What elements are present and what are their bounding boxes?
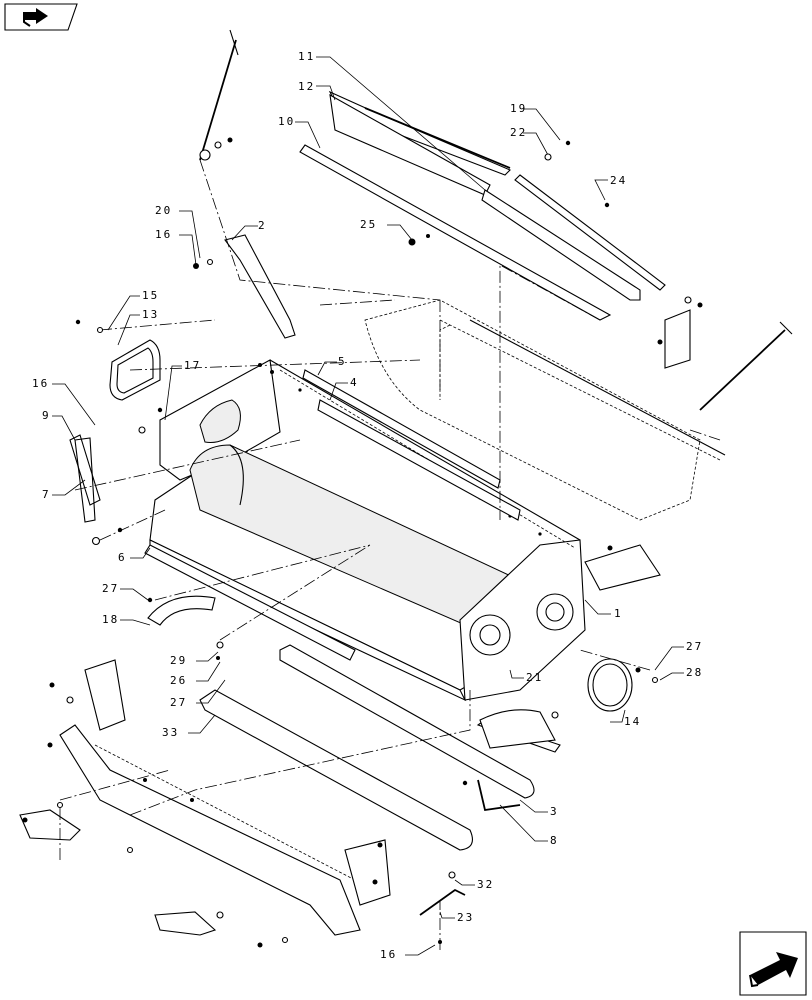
callout-20: 19 (510, 102, 527, 115)
gas-strut-right (699, 321, 793, 411)
callout-31: 29 (170, 654, 187, 667)
corner-bracket-mid-left (19, 809, 81, 841)
callout-28: 27 (170, 696, 187, 709)
callout-10: 10 (278, 115, 295, 128)
arrow-back-icon (23, 8, 48, 27)
callout-33: 33 (162, 726, 179, 739)
arrow-next-icon (749, 952, 798, 988)
ring-14 (587, 658, 633, 712)
callout-30: 28 (686, 666, 703, 679)
hardware-fasteners (22, 137, 703, 948)
callout-15: 15 (142, 289, 159, 302)
right-flap (479, 544, 661, 749)
phantom-lines (59, 159, 721, 950)
gas-strut-left (199, 29, 239, 161)
callout-8: 8 (550, 834, 559, 847)
callout-17: 16 (32, 377, 49, 390)
callout-11: 11 (298, 50, 315, 63)
callout-9: 9 (42, 409, 51, 422)
top-rail-25 (481, 174, 666, 301)
corner-bracket-right (344, 839, 391, 906)
bottom-trough-33 (199, 689, 473, 851)
side-panel-7-9 (69, 434, 101, 523)
callout-4: 4 (350, 376, 359, 389)
callout-23: 22 (510, 126, 527, 139)
next-nav-button[interactable] (739, 931, 807, 996)
strap-19 (147, 595, 216, 626)
callout-13: 13 (142, 308, 159, 321)
callout-16-bottom: 16 (380, 948, 397, 961)
callout-6: 6 (118, 551, 127, 564)
callout-14: 14 (624, 715, 641, 728)
callout-24: 23 (457, 911, 474, 924)
rail-4 (317, 399, 521, 521)
corner-bracket-top-left (84, 659, 126, 731)
right-end-bracket (664, 309, 691, 369)
left-panel-2 (224, 234, 296, 339)
callout-18: 17 (184, 359, 201, 372)
rod-24 (419, 888, 466, 916)
callout-12: 12 (298, 80, 315, 93)
callout-21: 20 (155, 204, 172, 217)
callout-16-top: 16 (155, 228, 172, 241)
callout-3: 3 (550, 805, 559, 818)
support-bracket-8 (477, 779, 521, 812)
callout-25: 24 (610, 174, 627, 187)
bottom-rail-6 (144, 544, 356, 661)
callout-5: 5 (338, 355, 347, 368)
callout-19: 18 (102, 613, 119, 626)
callout-22: 21 (526, 671, 543, 684)
hopper-body (149, 359, 586, 702)
corner-bracket-bottom (154, 911, 217, 936)
callout-26: 25 (360, 218, 377, 231)
callout-27-left: 26 (170, 674, 187, 687)
callout-29: 27 (102, 582, 119, 595)
callout-1: 1 (614, 607, 623, 620)
callout-32: 32 (477, 878, 494, 891)
side-shield (59, 724, 361, 936)
callout-7: 7 (42, 488, 51, 501)
callout-2: 2 (258, 219, 267, 232)
leader-lines (52, 56, 684, 956)
callout-labels: 11 12 10 19 22 24 25 20 16 2 15 13 17 5 … (32, 50, 703, 961)
rail-5 (302, 369, 501, 489)
callout-27-right: 27 (686, 640, 703, 653)
back-nav-button[interactable] (4, 3, 78, 31)
